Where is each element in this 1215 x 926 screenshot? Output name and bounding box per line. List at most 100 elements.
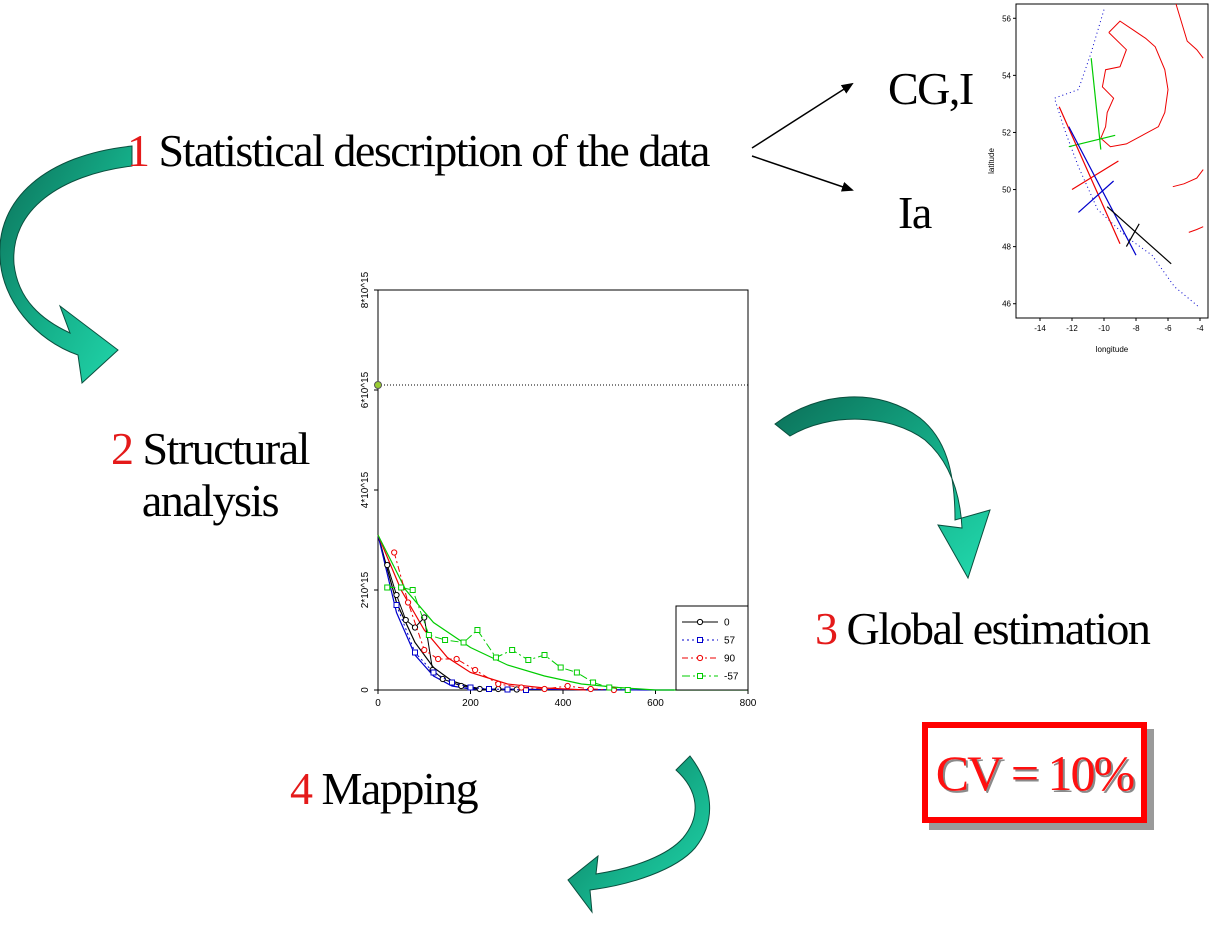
data-point	[509, 647, 516, 653]
model-fit-curve	[377, 534, 587, 691]
data-point	[606, 684, 613, 691]
data-point	[435, 655, 442, 663]
step-2-text-line1: Structural	[132, 423, 311, 474]
x-tick-label: 0	[375, 698, 381, 709]
curved-arrow-icon	[0, 145, 133, 385]
data-point	[518, 684, 525, 691]
map-y-tick-label: 54	[1002, 71, 1011, 80]
step-3-number: 3	[815, 603, 838, 654]
data-point	[486, 686, 492, 692]
coastline-segment	[1100, 20, 1169, 148]
map-x-tick-label: -6	[1164, 324, 1172, 333]
legend-marker	[697, 637, 703, 643]
map-ylabel: latitude	[987, 148, 996, 174]
map-chart: -14 -12 -10 -8 -6 -4 46 48 50 52 54 56 longitude la…	[987, 3, 1209, 354]
survey-track	[1053, 9, 1199, 307]
map-y-tick-label: 50	[1002, 186, 1011, 195]
data-point	[391, 549, 398, 556]
data-point	[453, 655, 460, 663]
data-point	[467, 684, 474, 691]
line-arrow-icon	[751, 82, 854, 149]
step-2-text-line2: analysis	[141, 475, 280, 526]
data-point	[495, 680, 502, 688]
orientation-segment	[1106, 206, 1172, 265]
data-point	[492, 654, 499, 661]
data-point	[624, 687, 631, 693]
legend-marker	[697, 673, 703, 679]
data-point	[472, 666, 479, 674]
map-x-tick-label: -8	[1132, 324, 1140, 333]
cv-value: CV = 10%	[935, 744, 1135, 801]
map-y-tick-label: 56	[1002, 14, 1011, 23]
x-tick-label: 400	[555, 698, 572, 709]
data-point	[460, 639, 467, 646]
step-4-text: Mapping	[311, 763, 479, 814]
coastline-segment	[1188, 226, 1204, 233]
variogram-legend: 0 57 90 -57	[675, 605, 749, 691]
sill-marker	[374, 381, 382, 389]
orientation-segment	[1071, 160, 1119, 191]
legend-label: -57	[724, 672, 739, 683]
step-1-text: Statistical description of the data	[148, 125, 711, 176]
data-point	[504, 686, 511, 693]
step-2-label: 2 Structural analysis	[90, 426, 330, 524]
variogram-chart: 0 200 400 600 800 0 2*10^15 4*10^15 6*10^15 8*10^…	[360, 271, 757, 709]
map-xlabel: longitude	[1096, 345, 1129, 354]
orientation-segment	[1078, 180, 1114, 213]
step-2-number: 2	[111, 423, 134, 474]
step-3-text: Global estimation	[836, 603, 1151, 654]
legend-label: 90	[724, 654, 736, 665]
step-1-number: 1	[127, 125, 150, 176]
data-point	[404, 599, 412, 606]
data-point	[476, 685, 483, 693]
coastline-segment	[1175, 3, 1204, 59]
map-y-tick-label: 52	[1002, 128, 1011, 137]
legend-label: 57	[724, 636, 736, 647]
data-point	[564, 682, 571, 690]
cv-result-box: CV = 10%	[922, 722, 1147, 823]
data-point	[409, 587, 416, 593]
step-3-label: 3 Global estimation	[815, 603, 1151, 654]
legend-marker	[696, 618, 704, 626]
data-point	[525, 657, 532, 663]
step-1-label: 1 Statistical description of the data	[127, 125, 711, 176]
data-point	[402, 616, 409, 624]
x-tick-label: 800	[740, 698, 757, 709]
map-x-tick-label: -12	[1066, 324, 1078, 333]
y-tick-label: 8*10^15	[360, 271, 371, 308]
map-x-tick-label: -4	[1196, 324, 1204, 333]
y-tick-label: 2*10^15	[360, 571, 371, 608]
map-y-tick-label: 48	[1002, 243, 1011, 252]
output-cgi-label: CG,I	[888, 63, 974, 114]
data-point	[384, 584, 391, 591]
legend-marker	[696, 654, 704, 662]
curved-arrow-icon	[567, 755, 711, 914]
coastline	[1100, 3, 1204, 233]
x-tick-label: 200	[462, 698, 479, 709]
curved-arrow-icon	[774, 396, 991, 580]
output-ia-label: Ia	[898, 187, 932, 238]
data-point	[557, 664, 564, 671]
data-point	[442, 637, 449, 643]
data-point	[449, 679, 455, 686]
data-point	[541, 652, 548, 658]
map-x-tick-label: -10	[1098, 324, 1110, 333]
data-point	[393, 591, 400, 599]
y-tick-label: 0	[360, 687, 371, 693]
legend-label: 0	[724, 618, 730, 629]
x-tick-label: 600	[647, 698, 664, 709]
y-tick-label: 4*10^15	[360, 471, 371, 508]
map-x-tick-label: -14	[1034, 324, 1046, 333]
series-line-57	[396, 604, 527, 691]
data-point	[421, 646, 428, 654]
orientation-segment	[1058, 106, 1121, 245]
map-plot-frame	[1015, 3, 1209, 319]
data-point	[412, 649, 418, 656]
map-y-tick-label: 46	[1002, 300, 1011, 309]
orientation-segment	[1090, 58, 1102, 150]
y-tick-label: 6*10^15	[360, 371, 371, 408]
series-line-90	[393, 552, 614, 691]
data-point	[421, 614, 428, 621]
data-point	[430, 669, 437, 676]
